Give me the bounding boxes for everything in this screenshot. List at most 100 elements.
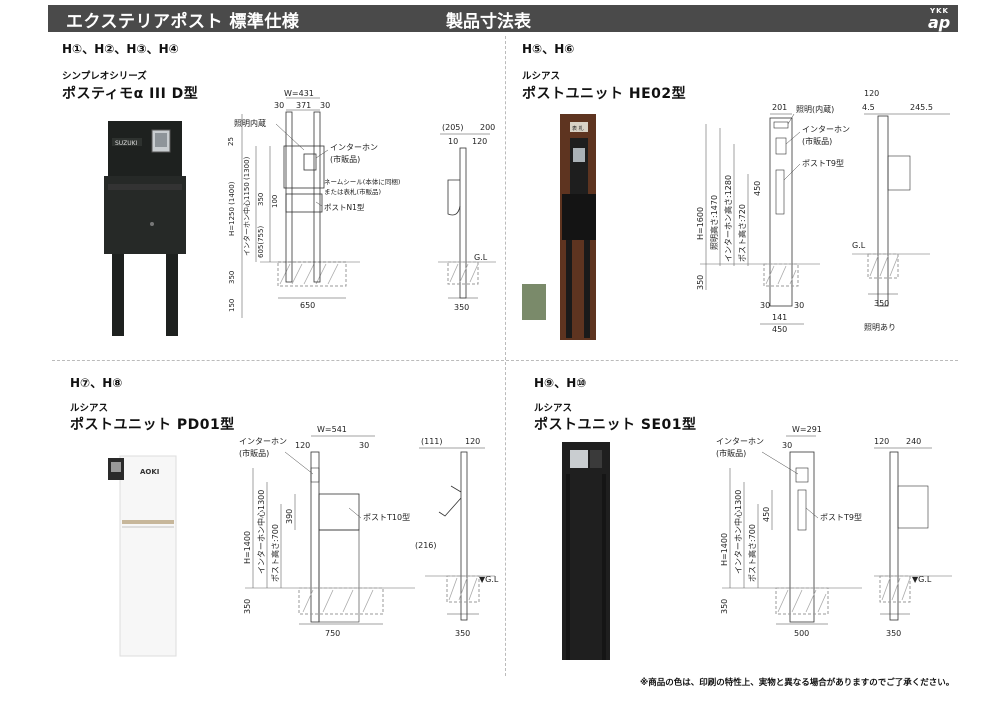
- svg-text:ポスト高さ:720: ポスト高さ:720: [737, 204, 747, 262]
- section3-side-drawing: (111) 120 (216) ▼G.L 350: [415, 437, 499, 638]
- svg-text:AOKI: AOKI: [140, 468, 159, 476]
- svg-text:450: 450: [772, 325, 787, 334]
- section4-codes: H⑨、H⑩: [534, 376, 587, 390]
- section2-model: ポストユニット HE02型: [522, 86, 687, 102]
- horizontal-divider: [52, 360, 958, 361]
- svg-text:ポスト高さ:700: ポスト高さ:700: [747, 524, 757, 582]
- section1-codes: H①、H②、H③、H④: [62, 42, 179, 56]
- svg-text:W=431: W=431: [284, 89, 314, 98]
- svg-text:10: 10: [448, 137, 458, 146]
- svg-text:120: 120: [874, 437, 889, 446]
- svg-text:141: 141: [772, 313, 787, 322]
- svg-text:G.L: G.L: [852, 241, 866, 250]
- svg-text:インターホン: インターホン: [239, 437, 287, 446]
- ykk-ap-logo: YKK ap: [928, 7, 951, 32]
- section1-model: ポスティモα III D型: [62, 86, 199, 102]
- svg-text:350: 350: [454, 303, 469, 312]
- svg-text:インターホン: インターホン: [716, 437, 764, 446]
- footnote: ※商品の色は、印刷の特性上、実物と異なる場合がありますのでご了承ください。: [640, 678, 955, 688]
- section3-series: ルシアス: [70, 403, 109, 414]
- svg-text:ネームシール(本体に同梱): ネームシール(本体に同梱): [324, 177, 400, 186]
- svg-text:25: 25: [227, 137, 235, 146]
- svg-text:390: 390: [285, 509, 294, 524]
- svg-text:(111): (111): [421, 437, 443, 446]
- svg-text:350: 350: [257, 193, 265, 206]
- svg-text:H=1250 (1400): H=1250 (1400): [228, 181, 236, 236]
- svg-text:4.5: 4.5: [862, 103, 875, 112]
- svg-text:500: 500: [794, 629, 809, 638]
- svg-text:350: 350: [243, 599, 252, 614]
- svg-text:(市販品): (市販品): [802, 136, 832, 146]
- svg-text:(市販品): (市販品): [716, 448, 746, 458]
- section4-side-drawing: 120 240 ▼G.L 350: [874, 437, 952, 638]
- svg-text:SUZUKI: SUZUKI: [115, 140, 138, 147]
- page-title: エクステリアポスト 標準仕様: [66, 12, 300, 32]
- svg-text:インターホン中心1150 (1300): インターホン中心1150 (1300): [242, 156, 251, 256]
- section1-product-photo: SUZUKI: [104, 121, 186, 336]
- svg-text:30: 30: [274, 101, 284, 110]
- section1-series: シンプレオシリーズ: [62, 71, 147, 82]
- svg-text:350: 350: [720, 599, 729, 614]
- svg-text:H=1400: H=1400: [243, 531, 252, 564]
- svg-text:照明高さ:1470: 照明高さ:1470: [709, 195, 719, 250]
- svg-text:605(755): 605(755): [257, 226, 265, 258]
- section3-product-photo: AOKI: [108, 455, 177, 657]
- section2-codes: H⑤、H⑥: [522, 42, 575, 56]
- section2-series: ルシアス: [522, 71, 561, 82]
- svg-text:H=1400: H=1400: [720, 533, 729, 566]
- section2-product-photo: 表 札: [522, 114, 596, 340]
- svg-text:450: 450: [753, 181, 762, 196]
- table-title: 製品寸法表: [446, 12, 531, 32]
- svg-text:インターホン: インターホン: [802, 125, 850, 134]
- svg-text:▼G.L: ▼G.L: [479, 575, 499, 584]
- section4-series: ルシアス: [534, 403, 573, 414]
- svg-text:インターホン高さ:1280: インターホン高さ:1280: [723, 175, 733, 262]
- svg-text:ポストN1型: ポストN1型: [324, 203, 365, 212]
- svg-text:120: 120: [864, 89, 879, 98]
- svg-text:30: 30: [760, 301, 770, 310]
- svg-text:245.5: 245.5: [910, 103, 933, 112]
- svg-text:(市販品): (市販品): [330, 154, 360, 164]
- svg-text:ポストT9型: ポストT9型: [820, 513, 862, 522]
- svg-text:インターホン中心1300: インターホン中心1300: [256, 490, 266, 574]
- section2-side-drawing: 120 4.5 245.5 G.L 350 照明あり: [852, 89, 950, 332]
- svg-text:表 札: 表 札: [572, 125, 584, 132]
- svg-text:照明(内蔵): 照明(内蔵): [796, 104, 834, 114]
- svg-text:350: 350: [886, 629, 901, 638]
- svg-text:201: 201: [772, 103, 787, 112]
- svg-text:30: 30: [782, 441, 792, 450]
- section4-product-photo: [562, 442, 610, 660]
- section2-front-drawing: 201 照明(内蔵) インターホン (市販品) ポストT9型 H=1600 照明…: [696, 103, 850, 334]
- svg-text:(205): (205): [442, 123, 464, 132]
- svg-text:120: 120: [295, 441, 310, 450]
- svg-text:または表札(市販品): または表札(市販品): [324, 187, 381, 196]
- svg-text:G.L: G.L: [474, 253, 488, 262]
- svg-text:350: 350: [455, 629, 470, 638]
- svg-text:W=541: W=541: [317, 425, 347, 434]
- section3-codes: H⑦、H⑧: [70, 376, 123, 390]
- svg-text:W=291: W=291: [792, 425, 822, 434]
- svg-text:30: 30: [359, 441, 369, 450]
- svg-text:照明あり: 照明あり: [864, 323, 896, 332]
- svg-text:750: 750: [325, 629, 340, 638]
- svg-text:200: 200: [480, 123, 495, 132]
- svg-text:120: 120: [465, 437, 480, 446]
- section3-model: ポストユニット PD01型: [70, 417, 235, 433]
- svg-text:ポストT10型: ポストT10型: [363, 513, 410, 522]
- svg-text:100: 100: [271, 195, 279, 208]
- svg-text:30: 30: [794, 301, 804, 310]
- svg-text:インターホン中心1300: インターホン中心1300: [733, 490, 743, 574]
- svg-text:350: 350: [696, 275, 705, 290]
- section4-model: ポストユニット SE01型: [534, 417, 697, 433]
- vertical-divider: [505, 36, 506, 676]
- svg-text:650: 650: [300, 301, 315, 310]
- svg-text:350: 350: [874, 299, 889, 308]
- svg-text:240: 240: [906, 437, 921, 446]
- section1-side-drawing: (205) 200 10 120 G.L 350: [438, 123, 496, 312]
- svg-text:450: 450: [762, 507, 771, 522]
- svg-text:(216): (216): [415, 541, 437, 550]
- svg-text:350: 350: [228, 271, 236, 284]
- svg-text:照明内蔵: 照明内蔵: [234, 118, 266, 128]
- svg-text:30: 30: [320, 101, 330, 110]
- header-bar: エクステリアポスト 標準仕様 製品寸法表: [48, 5, 958, 32]
